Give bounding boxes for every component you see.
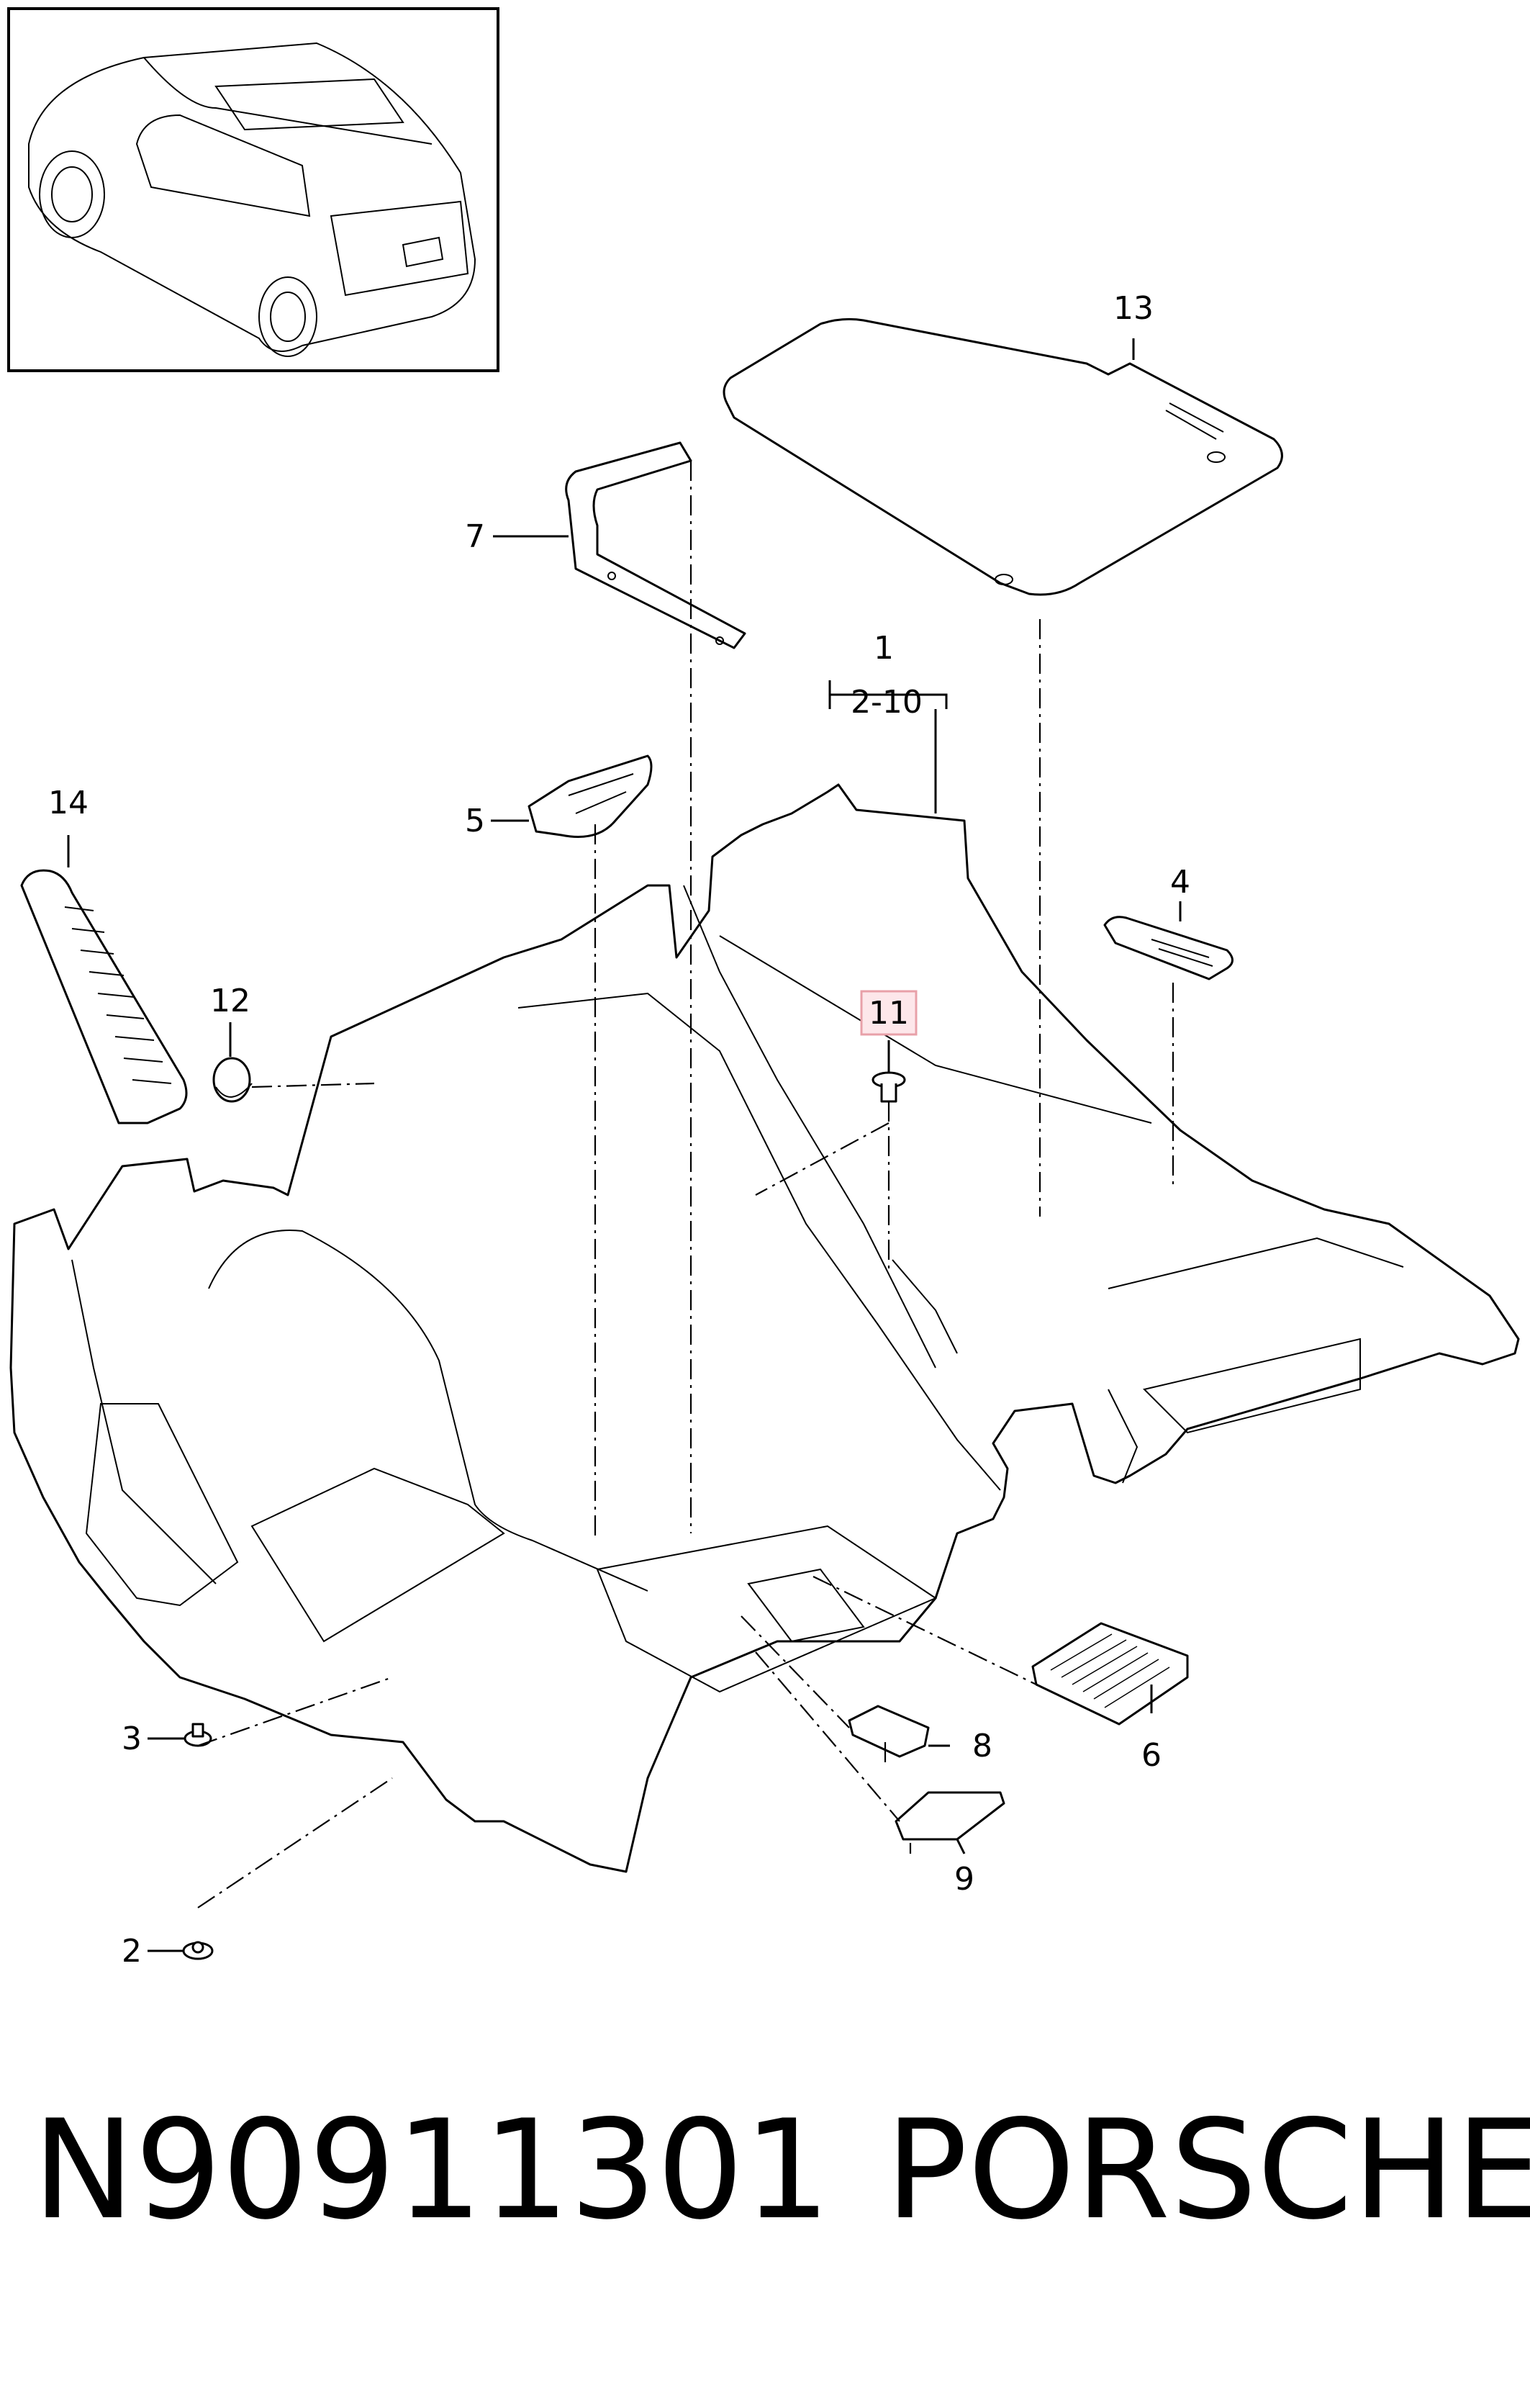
vehicle-icon (28, 42, 476, 357)
part-8-pad[interactable] (848, 1705, 930, 1758)
callout-3: 3 (122, 1721, 142, 1757)
callout-4: 4 (1170, 864, 1190, 901)
assembly-lines (197, 461, 1174, 1908)
part-13-mat[interactable] (723, 317, 1283, 596)
part-6-pad[interactable] (1031, 1622, 1189, 1726)
callout-1: 1 (874, 630, 894, 667)
callout-9: 9 (954, 1861, 974, 1898)
part-5-bracket[interactable] (528, 754, 653, 838)
callout-7: 7 (465, 518, 485, 555)
part-1-carpet[interactable] (9, 783, 1520, 1873)
part-4-grille[interactable] (1103, 916, 1233, 980)
part-2-clip[interactable] (182, 1941, 214, 1960)
callout-labels: 1 2-10 13 7 5 4 14 12 11 3 2 8 9 6 (48, 290, 1190, 1970)
callout-5: 5 (465, 803, 485, 839)
callout-13: 13 (1113, 290, 1154, 327)
part-12-plug[interactable] (212, 1057, 253, 1103)
vehicle-inset (7, 7, 499, 372)
callout-11-highlight (860, 990, 918, 1036)
brand-caption: PORSCHE (885, 2091, 1530, 2250)
leader-lines (67, 338, 1182, 1952)
callout-14: 14 (48, 785, 89, 821)
callout-2: 2 (122, 1933, 142, 1970)
part-14-sill[interactable] (20, 869, 188, 1124)
callout-8: 8 (972, 1728, 992, 1764)
part-7-trim[interactable] (565, 441, 746, 649)
part-9-pad[interactable] (895, 1791, 1005, 1841)
part-number-caption: N90911301 (32, 2091, 831, 2250)
callout-11: 11 (869, 995, 909, 1032)
callout-6: 6 (1141, 1737, 1162, 1774)
callout-2-10: 2-10 (851, 684, 923, 721)
callout-12: 12 (210, 983, 250, 1019)
